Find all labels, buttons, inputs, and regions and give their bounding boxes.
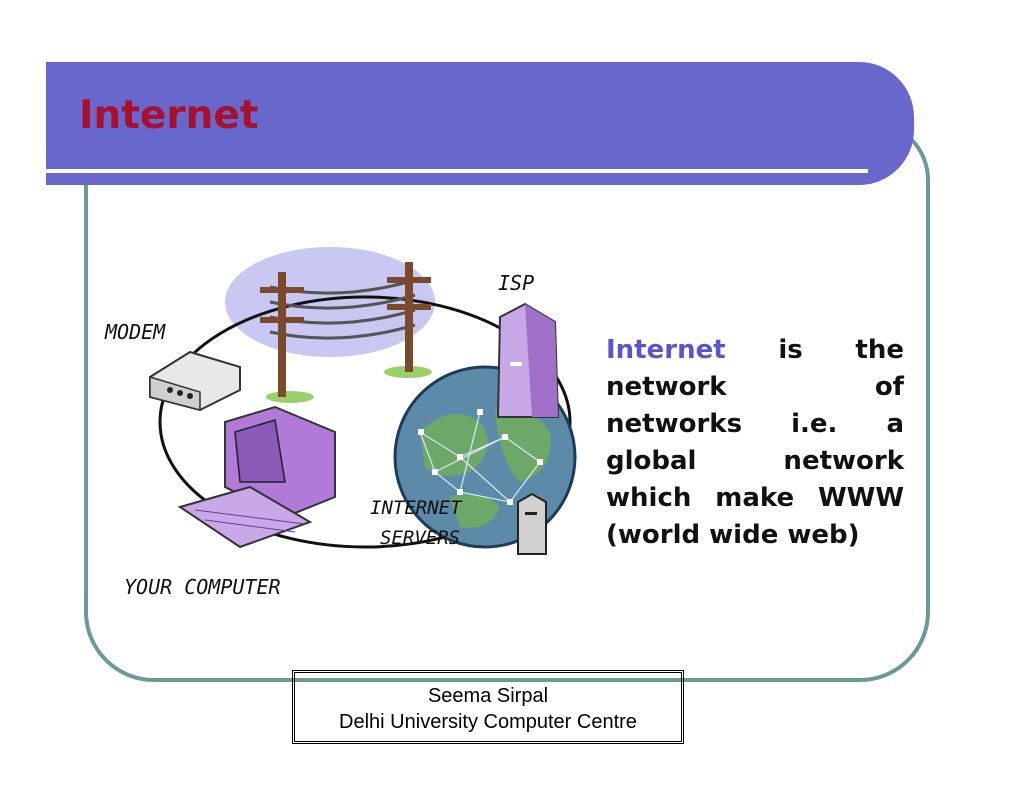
server-icon (517, 492, 547, 555)
label-modem: MODEM (104, 320, 166, 344)
internet-diagram: MODEM ISP INTERNET SERVERS YOUR COMPUTER (104, 247, 577, 599)
cloud-shape (225, 247, 435, 357)
footer-organization: Delhi University Computer Centre (339, 711, 637, 733)
label-internet: INTERNET (370, 497, 463, 519)
body-definition: is the network of networks i.e. a global… (606, 335, 904, 550)
utility-pole-left (260, 272, 314, 403)
isp-server-icon (496, 302, 560, 418)
footer-credit: Seema Sirpal Delhi University Computer C… (292, 670, 684, 744)
wire (269, 293, 416, 310)
connection-loop (158, 295, 572, 549)
label-servers: SERVERS (380, 527, 460, 549)
label-isp: ISP (498, 271, 534, 295)
computer-icon (177, 405, 336, 549)
header-divider (46, 169, 868, 173)
utility-pole-right (384, 262, 432, 378)
wire (269, 323, 416, 340)
body-keyword: Internet (606, 335, 726, 365)
slide-title: Internet (79, 93, 259, 138)
body-text: Internet is the network of networks i.e.… (606, 332, 904, 554)
label-your-computer: YOUR COMPUTER (124, 575, 281, 599)
header-band (46, 62, 914, 185)
modem-icon (149, 350, 241, 412)
footer-author: Seema Sirpal (427, 685, 549, 707)
